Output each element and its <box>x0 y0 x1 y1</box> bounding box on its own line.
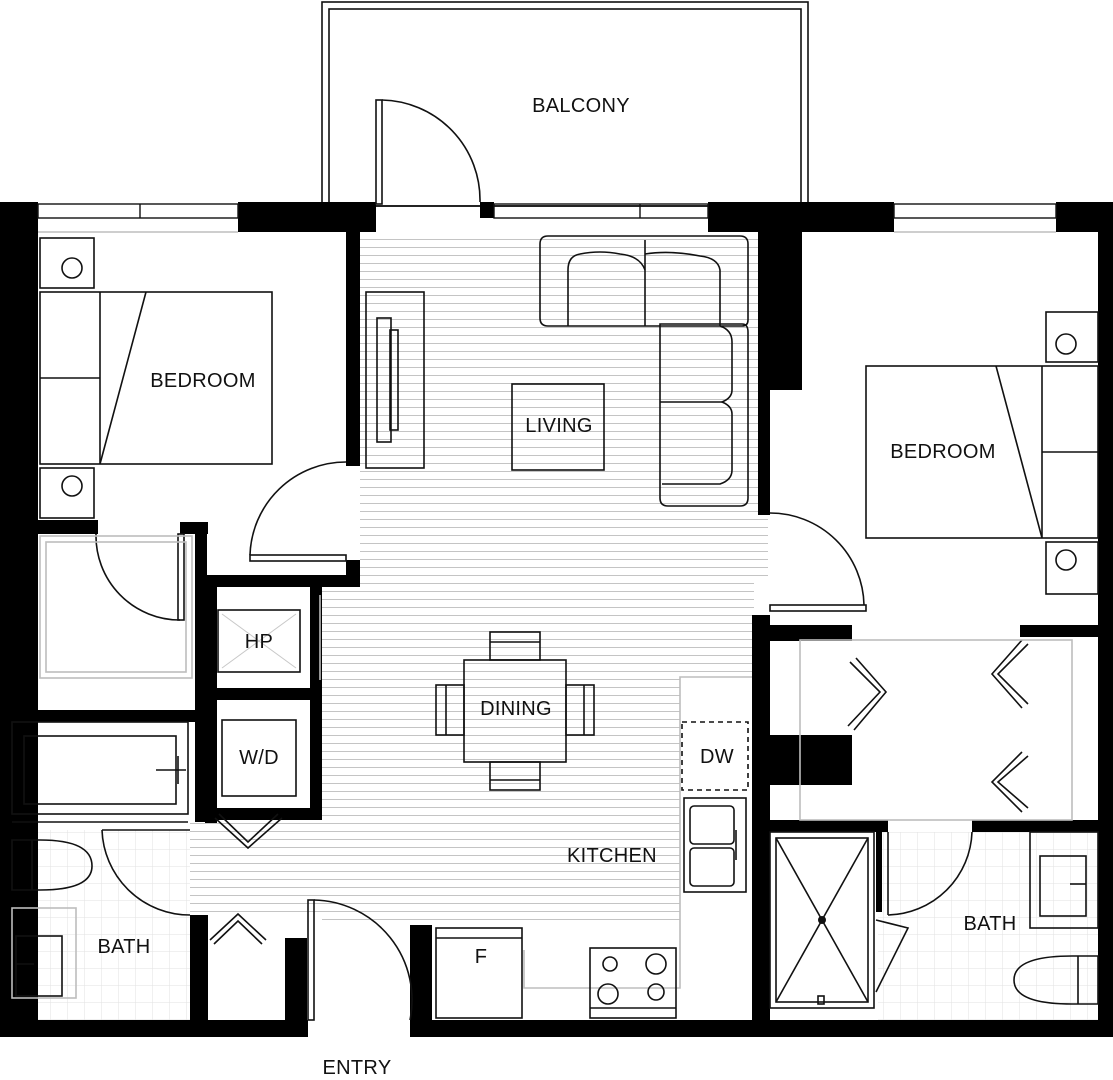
balcony-label: BALCONY <box>532 95 630 117</box>
bedroom-right-label: BEDROOM <box>890 441 995 463</box>
bedroom-left-label: BEDROOM <box>150 370 255 392</box>
living-furniture <box>365 235 749 507</box>
entry-label: ENTRY <box>323 1057 392 1079</box>
kitchen-label: KITCHEN <box>567 845 657 867</box>
hp-label: HP <box>245 631 273 653</box>
walls <box>0 202 1113 1037</box>
balcony <box>321 1 809 207</box>
bath-left-label: BATH <box>97 936 150 958</box>
main-floor-hatch <box>190 232 768 922</box>
doors <box>95 99 1029 1021</box>
windows <box>37 203 1057 233</box>
left-bath-fixtures <box>11 721 189 999</box>
left-bedroom-furniture <box>39 237 273 519</box>
dw-label: DW <box>700 746 734 768</box>
utility-closets <box>217 609 301 797</box>
room-labels: BALCONY BEDROOM LIVING BEDROOM HP DINING… <box>97 95 1016 1079</box>
right-bedroom-furniture <box>865 311 1099 595</box>
kitchen-fixtures <box>435 676 752 1019</box>
fridge-label: F <box>475 946 488 968</box>
bathroom-tile-floors <box>12 830 1100 1020</box>
wd-label: W/D <box>239 747 279 769</box>
right-bath-fixtures <box>769 831 1099 1009</box>
living-label: LIVING <box>525 415 592 437</box>
dining-set <box>435 631 595 791</box>
closet-outlines <box>39 535 1073 821</box>
bath-right-label: BATH <box>963 913 1016 935</box>
dining-label: DINING <box>480 698 552 720</box>
